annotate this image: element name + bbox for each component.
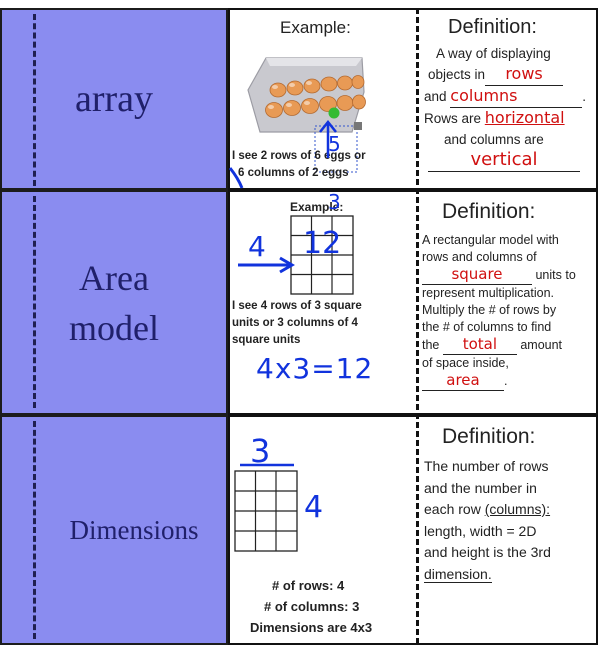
dim-def-line3-pre: each row xyxy=(424,501,485,517)
dim-def-line1: The number of rows xyxy=(424,458,549,474)
array-caption-line1: I see 2 rows of 6 eggs or xyxy=(232,150,366,162)
array-def-line2: objects in rows xyxy=(428,64,564,86)
answer-columns: columns xyxy=(450,86,518,105)
array-def-line4-text: Rows are xyxy=(424,111,485,126)
array-def-line5: and columns are xyxy=(444,132,544,147)
array-def-line3: and columns. xyxy=(424,86,586,108)
term-area-model: Area model xyxy=(69,253,159,353)
area-def-text: A rectangular model with rows and column… xyxy=(422,232,576,391)
array-caption-line2: 6 columns of 2 eggs xyxy=(238,167,349,179)
dim-caption-line1: # of rows: 4 xyxy=(272,578,345,593)
fold-line xyxy=(33,14,36,186)
ink-top-3: 3 xyxy=(328,190,341,214)
area-def-line3: square units to xyxy=(422,266,576,285)
term-cell-array: array xyxy=(0,8,228,190)
answer-total: total xyxy=(462,335,498,353)
ink-rows-4: 4 xyxy=(248,230,266,263)
area-def-line1: A rectangular model with xyxy=(422,233,559,247)
definition-heading: Definition: xyxy=(448,16,537,38)
area-caption-line2: units or 3 columns of 4 xyxy=(232,317,358,329)
term-area-line1: Area xyxy=(79,257,149,298)
array-def-line4: Rows are horizontal xyxy=(424,108,565,129)
ink-underline xyxy=(240,463,294,467)
row-area-cells xyxy=(228,190,598,415)
ink-equation: 4x3=12 xyxy=(256,352,374,385)
answer-vertical: vertical xyxy=(470,149,538,170)
area-def-line7-pre: the xyxy=(422,338,443,352)
ink-arrow-right xyxy=(238,256,295,274)
ink-strokes-array xyxy=(228,119,337,189)
dim-def-line3: each row (columns): xyxy=(424,499,551,521)
dim-caption-line3: Dimensions are 4x3 xyxy=(250,620,373,635)
area-def-line2: rows and columns of xyxy=(422,250,537,264)
array-def-line6: vertical xyxy=(428,150,580,172)
column-divider xyxy=(416,8,419,644)
term-array: array xyxy=(74,78,154,120)
dim-def-line3-underlined: (columns): xyxy=(484,501,551,517)
term-cell-dimensions: Dimensions xyxy=(0,415,228,645)
area-caption-line3: square units xyxy=(232,334,301,346)
dim-caption-line2: # of columns: 3 xyxy=(264,599,360,614)
dim-def-line6: dimension. xyxy=(424,564,551,586)
example-heading-area: Example: xyxy=(290,200,344,214)
ink-columns-3: 3 xyxy=(250,432,271,470)
answer-rows: rows xyxy=(505,64,543,83)
array-def-line1: A way of displaying xyxy=(436,46,551,61)
row-dimensions-cells xyxy=(228,415,598,645)
dimensions-grid xyxy=(234,470,298,552)
area-def-line8: of space inside, xyxy=(422,356,509,370)
dimensions-def-text: The number of rows and the number in eac… xyxy=(424,456,551,585)
area-def-line5: Multiply the # of rows by xyxy=(422,303,557,317)
array-def-line2-text: objects in xyxy=(428,67,486,82)
dim-def-line5: and height is the 3rd xyxy=(424,544,551,560)
answer-horizontal: horizontal xyxy=(484,108,565,127)
fold-line xyxy=(33,196,36,408)
fold-line xyxy=(33,421,36,639)
term-area-line2: model xyxy=(69,307,159,348)
selection-handles xyxy=(314,107,362,173)
area-def-line6: the # of columns to find xyxy=(422,320,552,334)
area-model-grid xyxy=(290,215,354,295)
example-heading: Example: xyxy=(280,18,351,37)
ink-note-5: 5 xyxy=(328,132,341,156)
definition-heading-area: Definition: xyxy=(442,200,536,223)
term-dimensions: Dimensions xyxy=(69,514,199,545)
area-def-line3-text: units to xyxy=(532,268,576,282)
area-def-line9: area. xyxy=(422,372,576,391)
area-def-line7: the total amount xyxy=(422,336,576,355)
dim-def-line6-text: dimension. xyxy=(424,565,492,583)
answer-area: area xyxy=(446,371,480,389)
dim-def-line2: and the number in xyxy=(424,479,537,496)
ink-rows-4-dim: 4 xyxy=(304,490,324,525)
ink-product-12: 12 xyxy=(303,226,342,261)
area-def-line7-post: amount xyxy=(516,338,563,352)
area-def-line4: represent multiplication. xyxy=(422,286,555,300)
area-caption-line1: I see 4 rows of 3 square xyxy=(232,300,362,312)
definition-heading-dimensions: Definition: xyxy=(442,425,536,448)
term-cell-area-model: Area model xyxy=(0,190,228,415)
dim-def-line4: length, width = 2D xyxy=(424,522,537,539)
answer-square: square xyxy=(451,265,503,283)
array-def-line3-text: and xyxy=(424,89,451,104)
